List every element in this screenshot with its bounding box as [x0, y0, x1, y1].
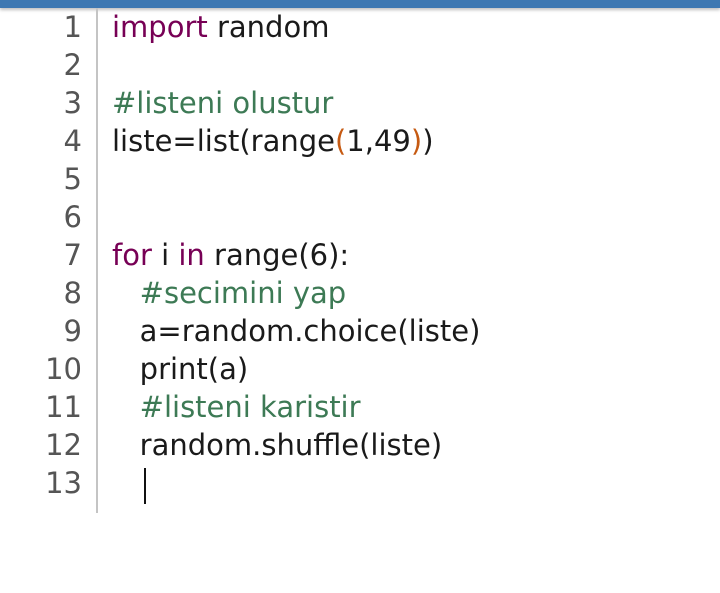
line-number: 11	[45, 390, 82, 424]
code-line[interactable]: import random	[112, 8, 329, 46]
line-number: 9	[63, 314, 82, 348]
comment-token: #secimini yap	[139, 276, 347, 310]
code-token: range(6):	[204, 238, 350, 272]
comment-token: #listeni karistir	[139, 390, 361, 424]
comment-token: #listeni olustur	[112, 86, 334, 120]
text-cursor	[144, 468, 146, 504]
code-token: a=random.choice(liste)	[112, 314, 481, 348]
code-token: 1,49	[346, 124, 411, 158]
code-token: i	[151, 238, 179, 272]
code-token: liste=list(range	[112, 124, 335, 158]
code-token: )	[422, 124, 434, 158]
code-line[interactable]: a=random.choice(liste)	[112, 312, 481, 350]
code-line[interactable]: for i in range(6):	[112, 236, 349, 274]
code-line[interactable]: #listeni karistir	[112, 388, 361, 426]
keyword-token: in	[178, 238, 205, 272]
line-number: 7	[63, 238, 82, 272]
line-number: 8	[63, 276, 82, 310]
line-number: 2	[63, 48, 82, 82]
code-line[interactable]: print(a)	[112, 350, 249, 388]
code-token	[112, 390, 140, 424]
code-line[interactable]: liste=list(range(1,49))	[112, 122, 434, 160]
code-token: print(a)	[112, 352, 249, 386]
top-app-bar	[0, 0, 720, 8]
line-number: 1	[63, 10, 82, 44]
matched-paren-token: (	[334, 124, 347, 158]
code-line[interactable]: #secimini yap	[112, 274, 347, 312]
line-number: 3	[63, 86, 82, 120]
line-number: 13	[45, 466, 82, 500]
code-token: random	[207, 10, 330, 44]
code-line[interactable]: random.shuffle(liste)	[112, 426, 443, 464]
code-token	[112, 276, 140, 310]
line-number: 5	[63, 162, 82, 196]
line-number: 10	[45, 352, 82, 386]
keyword-token: import	[112, 10, 208, 44]
keyword-token: for	[112, 238, 152, 272]
code-line[interactable]: #listeni olustur	[112, 84, 333, 122]
line-number: 4	[63, 124, 82, 158]
code-token: random.shuffle(liste)	[112, 428, 443, 462]
matched-paren-token: )	[410, 124, 423, 158]
line-number: 12	[45, 428, 82, 462]
line-number: 6	[63, 200, 82, 234]
